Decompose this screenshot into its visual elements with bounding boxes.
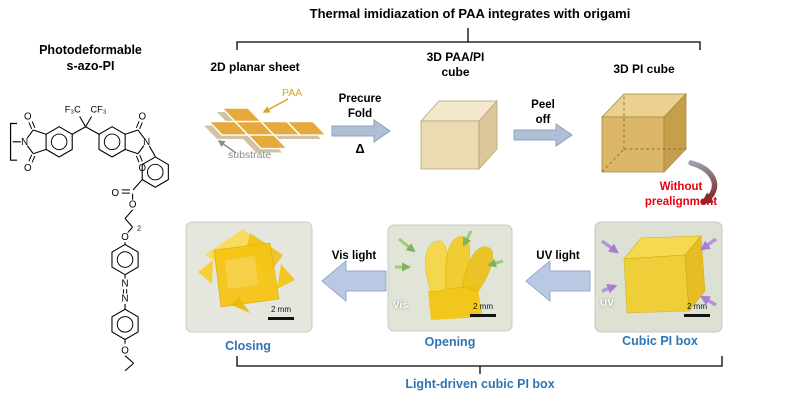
precure-label-line1: Precure	[338, 93, 382, 105]
precure-fold-label: Precure Fold	[328, 92, 392, 122]
photo-opening	[387, 224, 513, 332]
pi-cube	[601, 93, 687, 173]
net-2d-sheet	[196, 108, 339, 149]
top-bracket	[236, 28, 701, 50]
atom-label: CF₃	[90, 105, 106, 115]
bottom-bracket	[236, 356, 723, 374]
vis-light-block-arrow	[321, 259, 387, 303]
caption-closing: Closing	[225, 339, 271, 353]
scale-bar	[684, 314, 710, 317]
scale-label-closing: 2 mm	[271, 305, 291, 314]
step3-label: 3D PI cube	[613, 62, 675, 76]
peel-label-line2: off	[535, 114, 551, 126]
uv-tag: UV	[600, 298, 614, 309]
figure-title: Thermal imidiazation of PAA integrates w…	[309, 6, 631, 21]
vis-tag: Vis	[393, 300, 408, 311]
atom-label: O	[129, 200, 137, 211]
delta-symbol: Δ	[355, 141, 365, 156]
peel-off-label: Peel off	[512, 98, 574, 128]
atom-label: O	[112, 188, 120, 199]
curved-transition-arrow	[688, 160, 718, 205]
uv-light-arrows	[600, 237, 718, 307]
vis-light-label: Vis light	[331, 250, 377, 262]
scale-label-cubic: 2 mm	[687, 302, 707, 311]
subscript-label: 2	[137, 225, 141, 232]
atom-label: N	[21, 137, 28, 148]
atom-label: O	[139, 112, 147, 123]
compound-name-line2: s-azo-PI	[66, 59, 115, 73]
substrate-label: substrate	[228, 149, 272, 161]
atom-label: F₃C	[65, 105, 81, 115]
atom-label: O	[24, 112, 32, 123]
chemical-structure: F₃C CF₃ N O O N O O O O 2 O N N O	[9, 105, 169, 372]
atom-label: N	[143, 137, 150, 148]
scale-bar	[268, 317, 294, 320]
scale-label-opening: 2 mm	[473, 302, 493, 311]
without-prealignment-label: Without prealignment	[626, 180, 736, 210]
uv-light-block-arrow	[525, 259, 591, 303]
photo-closing	[185, 221, 313, 333]
vis-light-arrows	[395, 230, 504, 272]
precure-label-line2: Fold	[347, 108, 373, 120]
step2-label-line2: cube	[441, 65, 470, 79]
atom-label: N	[122, 294, 129, 305]
paa-pointer-arrow	[262, 98, 289, 113]
step2-label-line1: 3D PAA/PI	[426, 50, 485, 64]
footer-label: Light-driven cubic PI box	[405, 377, 555, 391]
atom-label: O	[139, 163, 147, 174]
photo-cubic-pi-box	[594, 221, 723, 333]
compound-name: Photodeformable s-azo-PI	[18, 42, 163, 74]
precure-fold-arrow	[331, 119, 391, 143]
uv-light-label: UV light	[536, 250, 580, 262]
atom-label: N	[122, 279, 129, 290]
without-label-line2: prealignment	[644, 196, 718, 208]
step1-label: 2D planar sheet	[210, 60, 300, 74]
caption-opening: Opening	[424, 335, 476, 349]
atom-label: O	[24, 163, 32, 174]
substrate-pointer-arrow	[217, 140, 237, 154]
atom-label: O	[121, 346, 129, 357]
compound-name-line1: Photodeformable	[39, 43, 142, 57]
step2-label: 3D PAA/PI cube	[403, 50, 508, 80]
peel-off-arrow	[513, 123, 573, 147]
paa-pi-cube	[420, 99, 498, 171]
caption-cubic-pi-box: Cubic PI box	[622, 334, 698, 348]
peel-label-line1: Peel	[531, 99, 555, 111]
paa-label: PAA	[282, 87, 303, 99]
atom-label: O	[121, 232, 129, 243]
scale-bar	[470, 314, 496, 317]
without-label-line1: Without	[659, 181, 703, 193]
